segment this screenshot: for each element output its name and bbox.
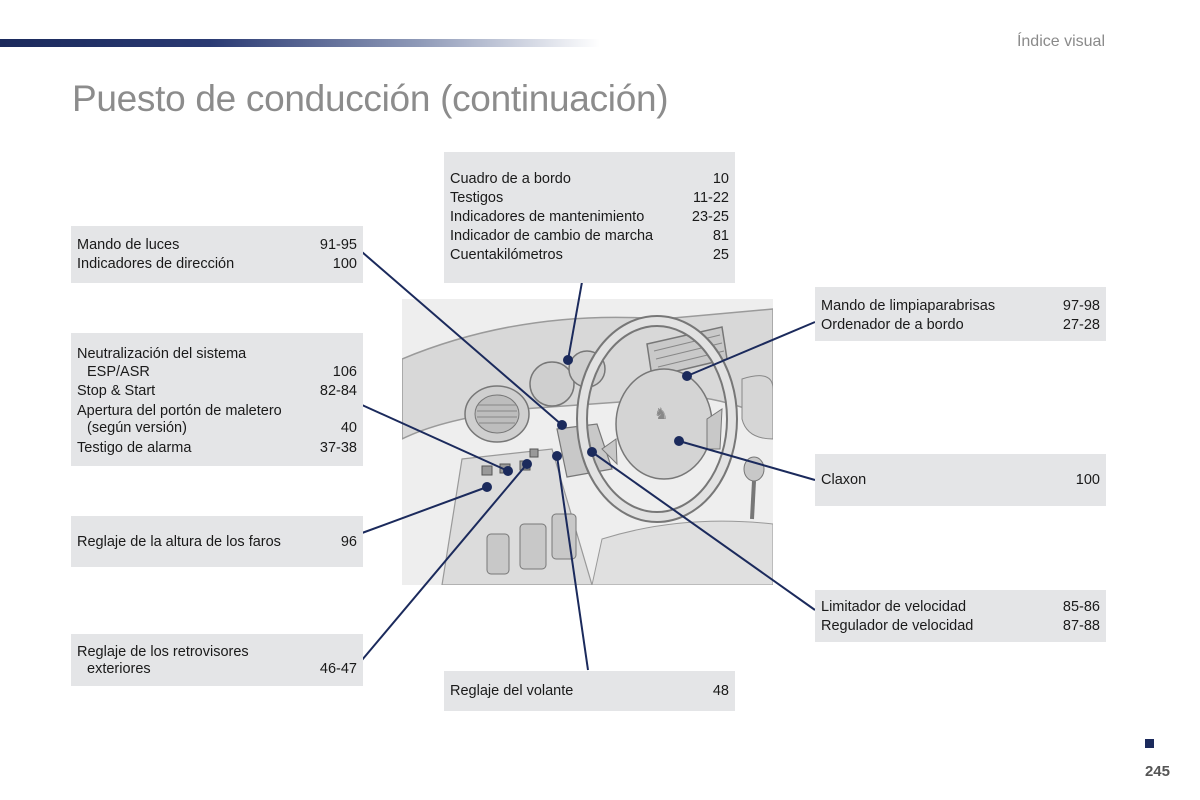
list-item: Neutralización del sistema xyxy=(77,346,247,362)
end-marker xyxy=(1145,739,1154,748)
page-ref: 11-22 xyxy=(692,190,729,206)
page-ref: 27-28 xyxy=(1062,317,1100,333)
page-ref: 87-88 xyxy=(1062,618,1100,634)
page-ref: 100 xyxy=(1075,472,1100,488)
list-item: Reglaje de los retrovisores xyxy=(77,644,249,660)
list-item: (según versión)40 xyxy=(87,420,357,436)
page-ref: 82-84 xyxy=(319,383,357,399)
page-ref: 81 xyxy=(712,228,729,244)
page-ref: 25 xyxy=(712,247,729,263)
page-title: Puesto de conducción (continuación) xyxy=(72,78,669,119)
page-ref: 40 xyxy=(340,420,357,436)
page-ref: 46-47 xyxy=(319,661,357,677)
header-accent-bar xyxy=(0,39,600,47)
page-ref: 100 xyxy=(332,256,357,272)
page-number: 245 xyxy=(1144,763,1170,780)
page-ref: 96 xyxy=(340,534,357,550)
dashboard-illustration: ♞ xyxy=(401,299,774,586)
page-ref: 106 xyxy=(332,363,357,380)
page-ref: 97-98 xyxy=(1062,298,1100,314)
list-item: Apertura del portón de maletero xyxy=(77,402,282,419)
page-ref: 23-25 xyxy=(691,209,729,225)
dashboard-drawing: ♞ xyxy=(401,299,774,586)
page-ref: 48 xyxy=(712,683,729,699)
page-ref: 37-38 xyxy=(319,439,357,456)
section-label: Índice visual xyxy=(1016,33,1105,50)
page-ref: 91-95 xyxy=(319,237,357,253)
page-ref: 10 xyxy=(712,171,729,187)
page-ref: 85-86 xyxy=(1062,599,1100,615)
peugeot-lion-icon: ♞ xyxy=(654,404,668,423)
